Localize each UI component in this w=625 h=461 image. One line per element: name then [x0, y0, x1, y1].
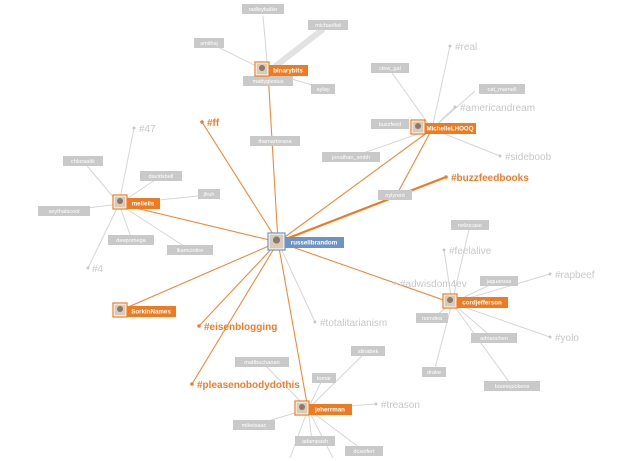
primary-edges	[118, 71, 453, 410]
user-nylyrent[interactable]: nylyrent	[378, 190, 412, 200]
hub-binarybits[interactable]: binarybits	[254, 61, 308, 77]
hashtag-treason[interactable]: #treason	[381, 400, 420, 411]
user-deepomega[interactable]: deepomega	[108, 235, 154, 245]
user-smithsj[interactable]: smithsj	[194, 38, 224, 48]
svg-text:smithsj: smithsj	[200, 41, 217, 47]
hashtag-ff[interactable]: #ff	[207, 118, 220, 129]
svg-text:dcseifert: dcseifert	[353, 449, 375, 455]
user-thamartorana[interactable]: thamartorana	[250, 136, 300, 146]
hashtag-eisenblogging[interactable]: #eisenblogging	[204, 322, 277, 333]
svg-text:tomar: tomar	[317, 376, 331, 382]
user-lkamcintire[interactable]: lkamcintire	[167, 245, 213, 255]
user-labels: radleybalko michaelbd smithsj mattyglesi…	[38, 4, 540, 456]
hub-mellelis[interactable]: mellelis	[112, 194, 160, 210]
hashtag-totalitarianism[interactable]: #totalitarianism	[320, 318, 387, 329]
user-chloraatik[interactable]: chloraatik	[63, 156, 103, 166]
svg-text:seythatscool: seythatscool	[48, 209, 79, 215]
user-drake[interactable]: drake	[422, 367, 446, 377]
svg-text:nekocase: nekocase	[458, 223, 482, 229]
svg-text:mattbuchanan: mattbuchanan	[244, 360, 279, 366]
svg-text:boonepickens: boonepickens	[495, 384, 530, 390]
hashtag-yolo[interactable]: #yolo	[555, 333, 579, 344]
svg-text:mikeisaac: mikeisaac	[242, 423, 267, 429]
svg-text:aylay: aylay	[316, 87, 329, 93]
hashtag-sideboob[interactable]: #sideboob	[505, 152, 552, 163]
svg-text:jfruh: jfruh	[203, 192, 215, 198]
user-aylay[interactable]: aylay	[311, 84, 335, 94]
user-mattyglesius[interactable]: mattyglesius	[243, 76, 293, 86]
user-nomdea[interactable]: nomdea	[416, 313, 448, 323]
hashtag-47[interactable]: #47	[139, 124, 156, 135]
hashtag-adwisdom4ev[interactable]: #adwisdom4ev	[400, 279, 467, 290]
svg-text:davidsbell: davidsbell	[149, 174, 174, 180]
user-jfruh[interactable]: jfruh	[198, 189, 220, 199]
hub-michellelhooq[interactable]: MichelleLHOOQ	[410, 119, 476, 135]
user-davidsbell[interactable]: davidsbell	[140, 171, 182, 181]
svg-text:radleybalko: radleybalko	[249, 7, 278, 13]
svg-text:adampash: adampash	[302, 439, 328, 445]
svg-text:deepomega: deepomega	[116, 238, 146, 244]
user-alinabek[interactable]: alinabek	[351, 346, 385, 356]
user-cat_marnell[interactable]: cat_marnell	[479, 84, 525, 94]
svg-text:chloraatik: chloraatik	[71, 159, 95, 165]
hashtag-americandream[interactable]: #americandream	[460, 103, 535, 114]
user-jonathan_smith[interactable]: jonathan_smith	[322, 152, 380, 162]
user-adrianchen[interactable]: adrianchen	[471, 333, 517, 343]
hashtag-rapbeef[interactable]: #rapbeef	[555, 270, 595, 281]
user-clew_gal[interactable]: clew_gal	[371, 63, 409, 73]
svg-text:buzzfeed: buzzfeed	[379, 122, 402, 128]
svg-text:adrianchen: adrianchen	[480, 336, 508, 342]
user-seythatscool[interactable]: seythatscool	[38, 206, 90, 216]
svg-text:cat_marnell: cat_marnell	[488, 87, 517, 93]
user-dcseifert[interactable]: dcseifert	[345, 446, 383, 456]
hashtag-labels: #ff #buzzfeedbooks #eisenblogging #pleas…	[92, 42, 595, 411]
user-radleybalko[interactable]: radleybalko	[242, 4, 284, 14]
hub-jeherrman[interactable]: jeherrman	[294, 400, 352, 416]
svg-text:thamartorana: thamartorana	[258, 139, 292, 145]
hub-nodes: binarybits MichelleLHOOQ mellelis russel…	[112, 61, 508, 416]
svg-text:mellelis: mellelis	[132, 201, 155, 208]
hashtag-buzzfeedbooks[interactable]: #buzzfeedbooks	[451, 173, 529, 184]
svg-text:SorkinNames: SorkinNames	[131, 309, 171, 316]
svg-text:nylyrent: nylyrent	[385, 193, 405, 199]
user-tomar[interactable]: tomar	[312, 373, 336, 383]
svg-text:binarybits: binarybits	[273, 68, 303, 75]
user-mikeisaac[interactable]: mikeisaac	[233, 420, 275, 430]
user-jaguarusa[interactable]: jaguarusa	[480, 276, 518, 286]
user-buzzfeed[interactable]: buzzfeed	[371, 119, 409, 129]
user-mattbuchanan[interactable]: mattbuchanan	[235, 357, 289, 367]
hashtag-dots	[86, 44, 552, 406]
svg-text:lkamcintire: lkamcintire	[177, 248, 204, 254]
hub-russellbrandom[interactable]: russellbrandom	[267, 232, 344, 251]
svg-text:MichelleLHOOQ: MichelleLHOOQ	[426, 126, 473, 133]
svg-text:drake: drake	[427, 370, 441, 376]
hub-sorkinnames[interactable]: SorkinNames	[112, 302, 176, 318]
user-adampash[interactable]: adampash	[295, 436, 335, 446]
user-nekocase[interactable]: nekocase	[451, 220, 489, 230]
hashtag-pleasenobodydothis[interactable]: #pleasenobodydothis	[197, 380, 300, 391]
svg-text:mattyglesius: mattyglesius	[252, 79, 283, 85]
svg-text:russellbrandom: russellbrandom	[291, 240, 338, 247]
svg-text:clew_gal: clew_gal	[379, 66, 401, 72]
svg-text:jaguarusa: jaguarusa	[486, 279, 512, 285]
svg-text:cordjefferson: cordjefferson	[462, 300, 502, 307]
svg-text:jonathan_smith: jonathan_smith	[331, 155, 370, 161]
user-michaelbd[interactable]: michaelbd	[308, 20, 348, 30]
user-boonepickens[interactable]: boonepickens	[484, 381, 540, 391]
hashtag-real[interactable]: #real	[455, 42, 477, 53]
hub-cordjefferson[interactable]: cordjefferson	[442, 293, 508, 309]
svg-text:jeherrman: jeherrman	[314, 407, 345, 414]
svg-text:alinabek: alinabek	[358, 349, 379, 355]
hashtag-feelalive[interactable]: #feelalive	[449, 246, 492, 257]
svg-text:nomdea: nomdea	[422, 316, 443, 322]
hashtag-4[interactable]: #4	[92, 264, 104, 275]
svg-text:michaelbd: michaelbd	[315, 23, 341, 29]
